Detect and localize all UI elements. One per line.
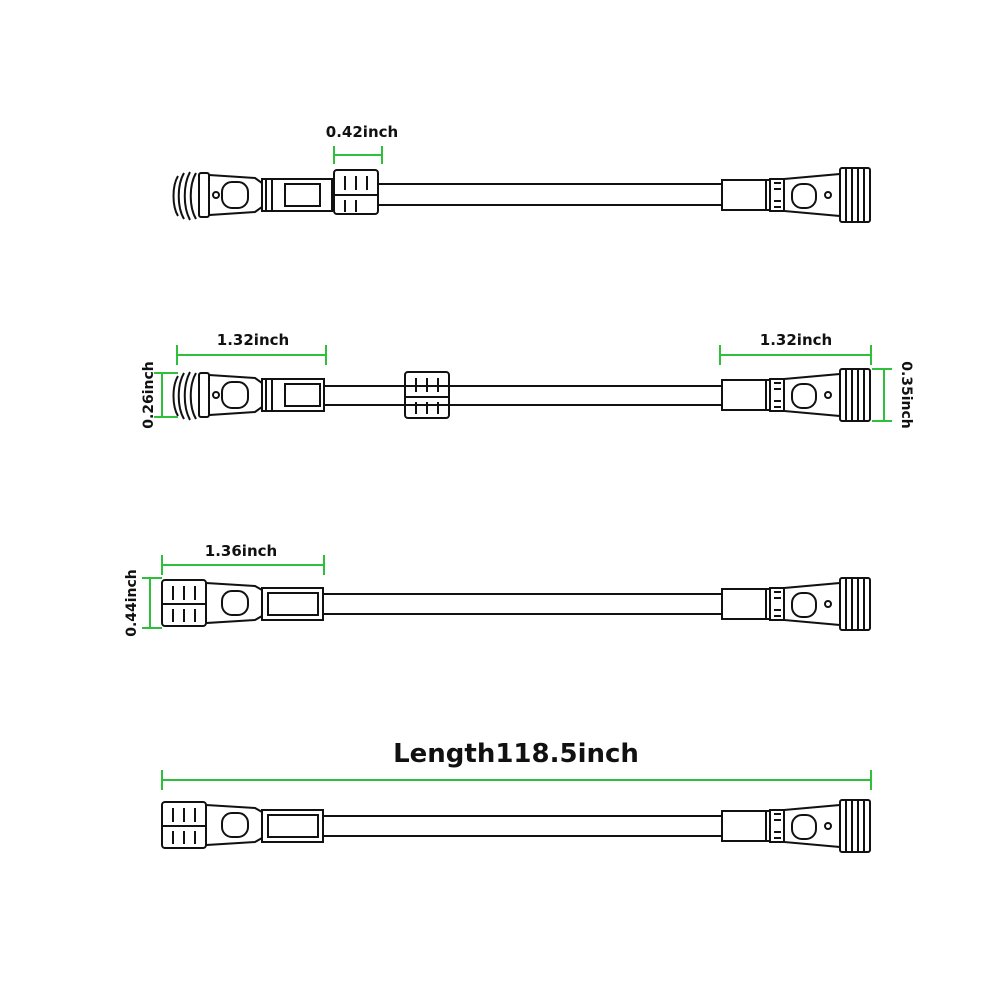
male-threaded-end — [839, 368, 871, 422]
cable-wire — [378, 183, 722, 206]
dimension-0-44 — [142, 577, 162, 629]
right-connector-body — [721, 372, 841, 418]
dimension-label-total-length: Length118.5inch — [393, 739, 639, 769]
dimension-label-0-35: 0.35inch — [898, 361, 914, 429]
dimension-0-35 — [872, 368, 892, 422]
dimension-label-0-26: 0.26inch — [141, 361, 157, 429]
female-coil-end — [172, 371, 197, 421]
dimension-0-26 — [154, 372, 178, 418]
engaged-nut — [161, 579, 207, 627]
cable-1: 0.42inch — [172, 123, 871, 223]
dimension-label-0-44: 0.44inch — [124, 569, 140, 637]
left-connector-body — [198, 172, 333, 218]
dimension-0-42 — [333, 146, 383, 164]
left-connector-body — [205, 581, 324, 625]
left-connector-body — [198, 372, 325, 418]
cable-2: 1.32inch 1.32inch 0.26inch 0.35inch — [141, 331, 914, 429]
cable-wire — [323, 815, 722, 837]
dimension-total-length — [161, 770, 872, 790]
engaged-nut — [161, 801, 207, 849]
nut-midway — [404, 371, 450, 419]
dimension-label-0-42: 0.42inch — [326, 123, 398, 141]
right-connector-body — [721, 581, 841, 627]
dimension-label-1-36: 1.36inch — [205, 542, 277, 560]
right-connector-body — [721, 803, 841, 849]
dimension-label-right-1-32: 1.32inch — [760, 331, 832, 349]
dimension-1-36 — [161, 555, 325, 575]
left-connector-body — [205, 803, 324, 847]
male-threaded-end — [839, 577, 871, 631]
female-coil-end — [172, 171, 197, 221]
cable-wire — [323, 593, 722, 615]
cable-3: 1.36inch 0.44inch — [124, 542, 871, 637]
cable-4: Length118.5inch — [161, 739, 872, 853]
dimension-left-1-32 — [176, 345, 327, 365]
male-threaded-end — [839, 799, 871, 853]
dimension-label-left-1-32: 1.32inch — [217, 331, 289, 349]
dimension-right-1-32 — [719, 345, 872, 365]
cable-wire — [324, 385, 722, 406]
loose-nut — [333, 169, 379, 215]
male-threaded-end — [839, 167, 871, 223]
right-connector-body — [721, 172, 841, 218]
